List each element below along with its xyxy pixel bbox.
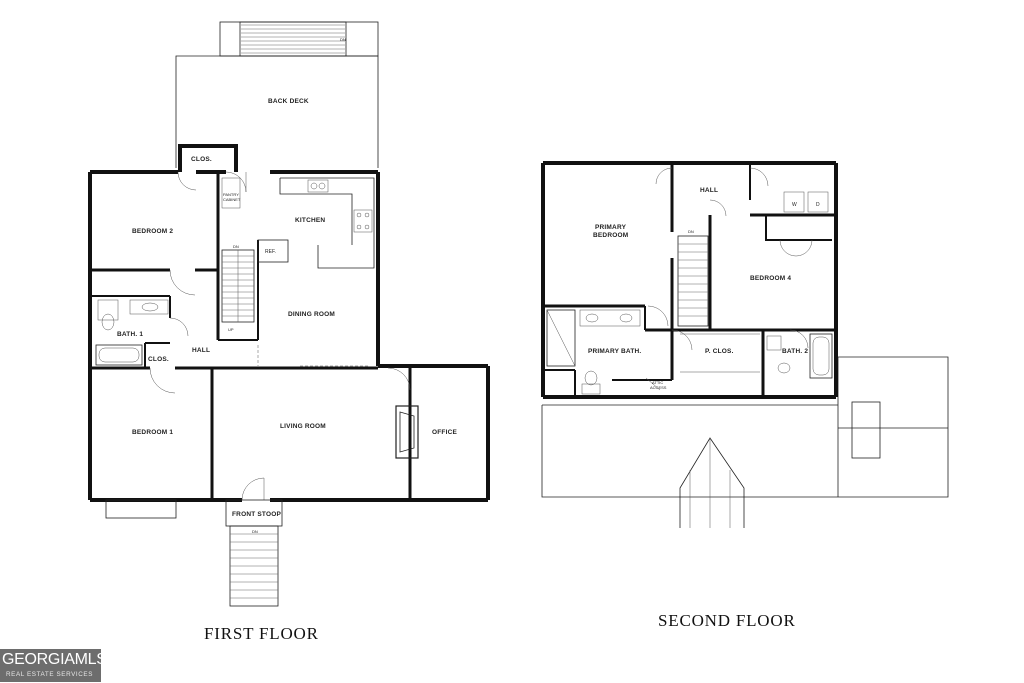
bedroom1-window-box [105, 499, 177, 519]
kitchen-fixtures [221, 177, 375, 269]
closet-hall-label: CLOS. [148, 356, 169, 363]
first-floor-title: FIRST FLOOR [204, 624, 319, 643]
pantry-label-line1: PANTRY [223, 192, 239, 197]
attic-access-label-line2: ACCESS [650, 385, 667, 390]
primary-closet-label: P. CLOS. [705, 348, 734, 355]
office-label: OFFICE [432, 429, 457, 436]
roof-outline [541, 356, 949, 528]
interior-stairs [221, 249, 255, 323]
living-room-label: LIVING ROOM [280, 423, 326, 430]
first-floor-plan: DN BACK DECK CLOS. [88, 21, 490, 643]
refrigerator-label: REF. [265, 249, 276, 255]
second-floor-doors [645, 167, 809, 391]
second-stairs-dn-label: DN [688, 229, 694, 234]
georgia-mls-logo: GEORGIAMLS REAL ESTATE SERVICES [0, 649, 107, 682]
hall-label: HALL [192, 347, 210, 354]
primary-bath-fixtures [546, 309, 760, 395]
dryer-label: D [816, 202, 820, 208]
logo-main-text: GEORGIAMLS [2, 651, 107, 668]
deck-stairs-dn-label: DN [340, 37, 346, 42]
bath1-fixtures [95, 299, 169, 366]
kitchen-label: KITCHEN [295, 217, 325, 224]
interior-stairs-dn-label: DN [233, 244, 239, 249]
deck-stairs [219, 21, 379, 57]
interior-stairs-up-label: UP [228, 327, 234, 332]
bedroom4-label: BEDROOM 4 [750, 275, 791, 282]
primary-bedroom-label-line2: BEDROOM [593, 232, 628, 239]
front-stoop-label: FRONT STOOP [232, 511, 281, 518]
second-hall-label: HALL [700, 187, 718, 194]
second-floor-title: SECOND FLOOR [658, 611, 796, 630]
bedroom2-label: BEDROOM 2 [132, 228, 173, 235]
first-floor-exterior-walls [88, 170, 490, 502]
washer-label: W [792, 202, 797, 208]
back-deck-label: BACK DECK [268, 98, 309, 105]
pantry-label-line2: CABINET [223, 197, 241, 202]
top-closet [178, 144, 238, 172]
back-deck-outline [175, 55, 379, 168]
bath2-fixtures [766, 333, 833, 379]
closet-top-label: CLOS. [191, 156, 212, 163]
dining-room-label: DINING ROOM [288, 311, 335, 318]
bedroom4-closet [765, 215, 832, 257]
first-floor-doors [149, 171, 411, 501]
bath1-label: BATH. 1 [117, 331, 143, 338]
second-floor-stairs [677, 235, 709, 327]
second-floor-exterior-walls [541, 161, 838, 399]
fireplace [395, 405, 419, 459]
attic-access-label-line1: ATTIC [652, 380, 663, 385]
logo-sub-text: REAL ESTATE SERVICES [6, 671, 94, 678]
bedroom1-label: BEDROOM 1 [132, 429, 173, 436]
primary-bath-label: PRIMARY BATH. [588, 348, 641, 355]
primary-bedroom-label-line1: PRIMARY [595, 224, 627, 231]
bath2-label: BATH. 2 [782, 348, 808, 355]
laundry-area [783, 191, 829, 213]
second-floor-interior-walls [543, 163, 836, 397]
second-floor-plan: W D DN [541, 161, 949, 630]
front-stoop [225, 499, 283, 607]
stoop-stairs-dn-label: DN [252, 529, 258, 534]
